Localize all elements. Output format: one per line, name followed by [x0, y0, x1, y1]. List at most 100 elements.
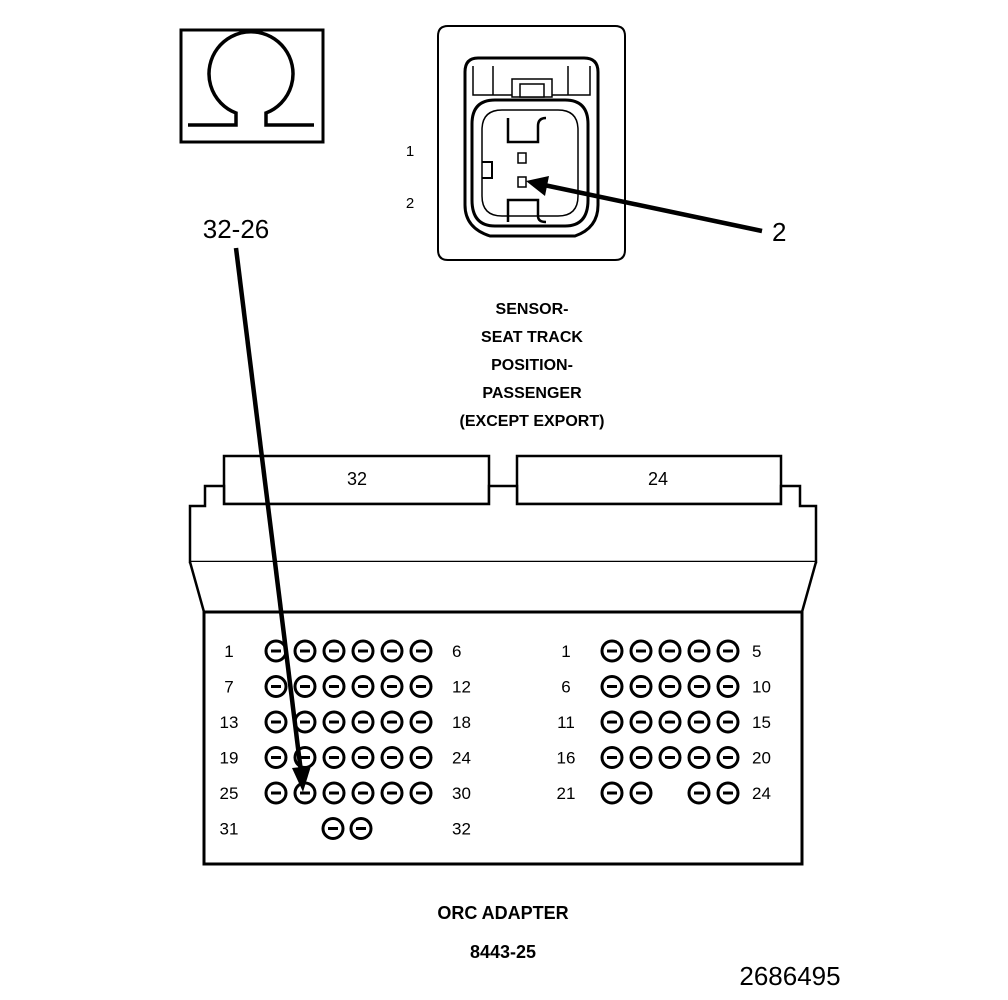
sensor-title-line-1: SENSOR- — [496, 301, 569, 318]
sensor-connector: 1 2 — [406, 25, 626, 261]
pin-cavity — [264, 675, 288, 698]
adapter-top-rim — [188, 484, 818, 564]
pin-cavity — [351, 781, 375, 805]
adapter-tab-32-label: 32 — [347, 469, 367, 489]
pin-cavity — [629, 746, 653, 769]
pin-cavity — [716, 639, 740, 663]
row-label-right: 12 — [452, 678, 471, 697]
pin-cavity — [380, 781, 404, 805]
pin-cavity — [658, 746, 682, 769]
sensor-key-lower — [506, 198, 547, 224]
row-label-right: 30 — [452, 784, 471, 803]
pin-cavity — [716, 746, 740, 769]
row-label-right: 5 — [752, 642, 761, 661]
pin-cavity — [293, 639, 317, 663]
row-label-left: 6 — [561, 678, 570, 697]
row-label-right: 24 — [752, 784, 771, 803]
pin-cavity — [600, 710, 624, 734]
pin-cavity — [600, 639, 624, 663]
sensor-face — [470, 98, 590, 228]
pin-cavity — [687, 781, 711, 805]
sensor-pin-label-1: 1 — [406, 143, 414, 160]
pin-cavity — [600, 675, 624, 698]
adapter-tab-24-label: 24 — [648, 469, 668, 489]
arrowhead-icon — [526, 176, 549, 196]
pin-cavity — [322, 746, 346, 769]
adapter-bevel — [188, 561, 818, 614]
pin-cavity — [293, 781, 317, 805]
pin-cavity — [351, 639, 375, 663]
pin-cavity — [322, 675, 346, 698]
row-label-right: 18 — [452, 713, 471, 732]
pin-cavity — [629, 639, 653, 663]
pin-cavity — [380, 710, 404, 734]
row-label-left: 19 — [220, 749, 239, 768]
pin-cavity — [264, 781, 288, 805]
sensor-title-line-3: POSITION- — [491, 357, 573, 374]
sensor-title-line-2: SEAT TRACK — [481, 329, 583, 346]
row-label-left: 1 — [561, 642, 570, 661]
pin-cavity — [322, 781, 346, 805]
pin-cavity — [658, 675, 682, 698]
pin-cavity — [321, 817, 345, 840]
adapter-tab-24 — [515, 454, 783, 506]
omega-icon — [188, 30, 314, 127]
sensor-callout-label: 2 — [772, 217, 786, 247]
row-label-left: 7 — [224, 678, 233, 697]
pin-cavity — [264, 746, 288, 769]
pin-cavity — [293, 710, 317, 734]
row-label-left: 31 — [220, 820, 239, 839]
adapter-part-number: 8443-25 — [470, 942, 536, 962]
pin-cavity — [716, 675, 740, 698]
sensor-title-line-5: (EXCEPT EXPORT) — [460, 413, 605, 430]
row-label-right: 20 — [752, 749, 771, 768]
pin-cavity — [600, 781, 624, 805]
adapter-callout: 32-26 — [203, 214, 311, 792]
pin-cavity — [264, 710, 288, 734]
sensor-pin-1 — [517, 152, 527, 164]
row-label-left: 25 — [220, 784, 239, 803]
sensor-pin-label-2: 2 — [406, 195, 414, 212]
pin-cavity — [409, 781, 433, 805]
pin-cavity — [409, 746, 433, 769]
sensor-callout: 2 — [526, 176, 786, 247]
sensor-pin-2 — [517, 176, 527, 188]
sensor-title: SENSOR- SEAT TRACK POSITION- PASSENGER (… — [460, 301, 605, 430]
pin-cavity — [716, 781, 740, 805]
row-label-right: 24 — [452, 749, 471, 768]
adapter-callout-label: 32-26 — [203, 214, 270, 244]
pin-cavity — [658, 639, 682, 663]
pin-cavity — [687, 675, 711, 698]
row-label-left: 13 — [220, 713, 239, 732]
pin-cavity — [600, 746, 624, 769]
row-label-left: 16 — [557, 749, 576, 768]
pin-cavity — [409, 710, 433, 734]
pin-cavity — [409, 675, 433, 698]
adapter-title: ORC ADAPTER — [437, 903, 568, 923]
pin-cavity — [658, 710, 682, 734]
pin-cavity — [716, 710, 740, 734]
pin-cavity — [687, 710, 711, 734]
pin-cavity — [380, 675, 404, 698]
row-label-right: 10 — [752, 678, 771, 697]
row-label-right: 32 — [452, 820, 471, 839]
pin-cavity — [687, 746, 711, 769]
pin-cavity — [351, 746, 375, 769]
pin-cavity — [629, 675, 653, 698]
pin-cavity — [293, 675, 317, 698]
pin-cavity — [322, 710, 346, 734]
pin-cavity — [351, 710, 375, 734]
pin-cavity — [380, 746, 404, 769]
arrowhead-icon — [292, 766, 311, 792]
pin-cavity — [687, 639, 711, 663]
pin-cavity — [629, 710, 653, 734]
pin-cavity — [351, 675, 375, 698]
row-label-left: 21 — [557, 784, 576, 803]
pin-cavity — [349, 817, 373, 840]
pin-cavity — [629, 781, 653, 805]
pin-cavity — [322, 639, 346, 663]
figure-id: 2686495 — [739, 961, 840, 991]
